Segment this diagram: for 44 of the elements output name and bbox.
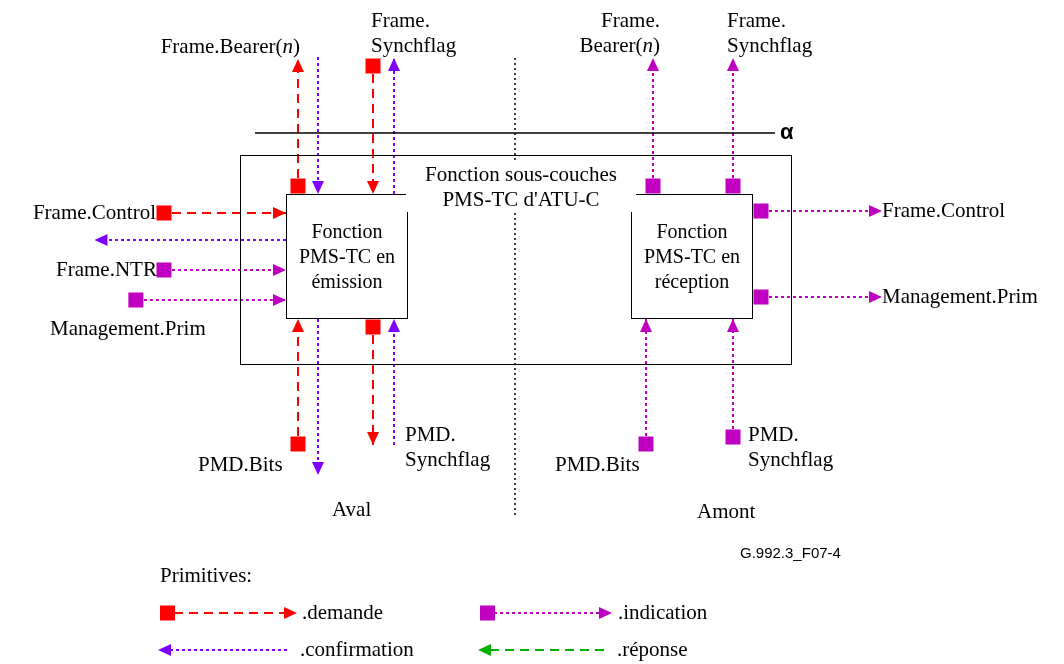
arrow [388, 57, 400, 195]
figure-code: G.992.3_F07-4 [740, 543, 841, 563]
primitive-label: Frame.Bearer(n) [160, 34, 300, 59]
arrow [727, 57, 739, 179]
arrow [388, 318, 400, 446]
primitive-label: Management.Prim [50, 316, 206, 341]
primitive-label: PMD. Synchflag [405, 422, 505, 472]
legend-text: .indication [618, 600, 708, 625]
arrow [312, 318, 324, 476]
function-box: Fonction PMS-TC en émission [286, 194, 408, 319]
primitive-label: Frame.NTR [56, 257, 156, 282]
arrow [142, 294, 287, 306]
arrow [292, 318, 304, 437]
side-label: Aval [332, 497, 372, 522]
arrow [171, 207, 287, 219]
primitive-label: Management.Prim [882, 284, 1038, 309]
arrow [171, 264, 287, 276]
legend-text: .confirmation [300, 637, 414, 662]
primitive-label: PMD.Bits [198, 452, 308, 477]
legend-text: .réponse [617, 637, 688, 662]
arrow [640, 318, 652, 437]
primitive-label: Frame. Bearer(n) [560, 8, 660, 58]
arrow [768, 291, 883, 303]
legend-heading: Primitives: [160, 563, 253, 588]
arrow [727, 318, 739, 430]
function-box: Fonction PMS-TC en réception [631, 194, 753, 319]
arrow [292, 58, 304, 179]
primitive-label: PMD. Synchflag [748, 422, 848, 472]
primitive-label: Frame.Control [32, 200, 156, 225]
box-title: Fonction sous-couches PMS-TC d'ATU-C [406, 162, 636, 212]
legend-text: .demande [302, 600, 384, 625]
arrow [367, 334, 379, 446]
primitive-label: Frame. Synchflag [371, 8, 475, 58]
arrow [647, 57, 659, 179]
symbol-label: α [780, 119, 794, 144]
primitive-label: PMD.Bits [555, 452, 665, 477]
side-label: Amont [697, 499, 756, 524]
arrow [312, 56, 324, 195]
subsystem-box [240, 155, 792, 365]
arrow [367, 73, 379, 195]
primitive-label: Frame.Control [882, 198, 1006, 223]
arrow [93, 234, 287, 246]
primitive-label: Frame. Synchflag [727, 8, 827, 58]
arrow [768, 205, 883, 217]
